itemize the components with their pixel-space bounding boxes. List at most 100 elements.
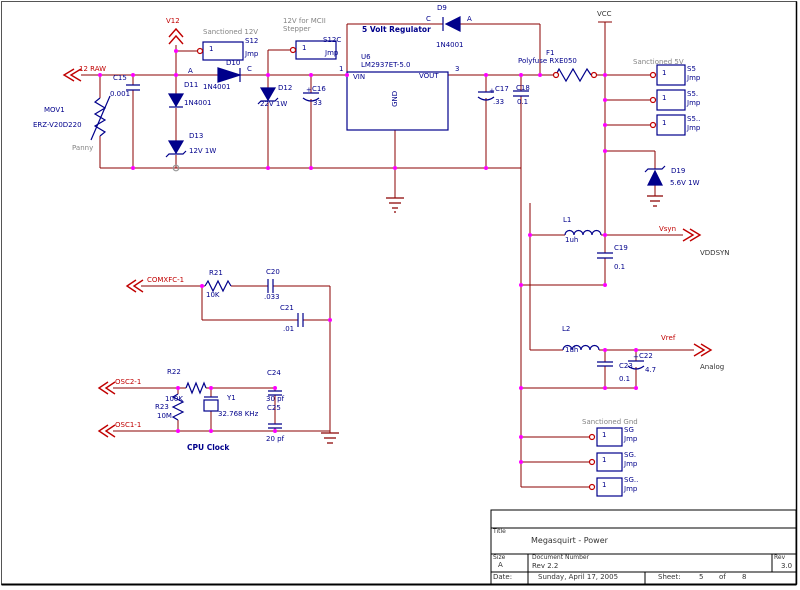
junction-dots (98, 49, 638, 464)
net-label-vsyn: Vsyn (659, 225, 677, 233)
jumper-sga-name: SG (624, 426, 634, 434)
jumper-sgb-jmp: Jmp (624, 460, 638, 468)
arrow-vref (693, 343, 713, 357)
u6-ref: U6 (361, 53, 371, 61)
note-cpu-clock: CPU Clock (187, 443, 230, 452)
jumper-s5b-name: S5. (687, 90, 699, 98)
c20-ref: C20 (266, 268, 280, 276)
c20-value: .033 (264, 293, 280, 301)
jumper-sgc-jmp: Jmp (624, 485, 638, 493)
d12-ref: D12 (278, 84, 293, 92)
net-label-vddsyn: VDDSYN (700, 249, 730, 257)
d19-ref: D19 (671, 167, 686, 175)
d13-zener (167, 140, 185, 155)
jumper-s12c-name: S12C (323, 36, 342, 44)
c17-value: .33 (493, 98, 505, 106)
c16-plus: + (306, 86, 312, 94)
c15-value: 0.001 (110, 90, 131, 98)
u6-pin-num-3: 3 (455, 65, 460, 73)
titleblock-rev-label: Rev (774, 554, 786, 561)
arrow-vsyn (682, 228, 702, 242)
titleblock-title-label: Title (493, 528, 506, 535)
c25-capacitor (268, 423, 282, 429)
r22-ref: R22 (167, 368, 181, 376)
d10-ref: D10 (226, 59, 241, 67)
y1-crystal-box (203, 399, 219, 412)
ground-cpu-clock (321, 432, 339, 444)
jumper-s12c-pin: 1 (302, 44, 307, 52)
net-arrows (62, 27, 713, 438)
titleblock-size-label: Size (493, 554, 506, 561)
d11-ref: D11 (184, 81, 199, 89)
c16-capacitor (302, 92, 320, 102)
d13-bar (165, 150, 187, 158)
jumper-sgc-name: SG.. (624, 476, 639, 484)
jumper-s5a-name: S5 (687, 65, 696, 73)
y1-ref: Y1 (227, 394, 236, 402)
note-sanctioned-gnd: Sanctioned Gnd (582, 418, 638, 426)
y1-value: 32.768 KHz (218, 410, 259, 418)
c16-value: 33 (313, 99, 322, 107)
c23-ref: C23 (619, 362, 633, 370)
jumper-s5a-box (656, 64, 686, 86)
r21-ref: R21 (209, 269, 223, 277)
ground-symbols (321, 195, 663, 444)
c19-value: 0.1 (614, 263, 626, 271)
jumper-s12-jmp: Jmp (245, 50, 259, 58)
u6-pin-num-1: 1 (339, 65, 344, 73)
note-sanctioned-5v: Sanctioned 5V (633, 58, 684, 66)
d12-bar (257, 97, 279, 105)
pin-circles (172, 46, 657, 491)
titleblock-date: Sunday, April 17, 2005 (538, 573, 619, 581)
d19-bar (644, 165, 666, 173)
jumper-sgb-box (596, 452, 623, 472)
c24-capacitor (268, 390, 282, 396)
arrow-12raw (62, 68, 82, 82)
net-label-v12: V12 (166, 17, 180, 25)
l2-value: 1uh (565, 346, 579, 354)
c18-ref: C18 (516, 84, 530, 92)
c24-value: 30 pf (266, 395, 285, 403)
d9-diode (444, 16, 461, 32)
u6-regulator-box (346, 71, 449, 131)
c17-plus: + (489, 87, 495, 95)
arrow-osc1 (97, 424, 116, 438)
l2-inductor (562, 344, 600, 351)
jumper-s5c-pin: 1 (662, 119, 667, 127)
d10-pin-a: A (188, 67, 193, 75)
net-label-comxfc: COMXFC-1 (147, 276, 185, 284)
f1-polyfuse (555, 67, 592, 83)
arrow-osc2 (97, 381, 116, 395)
r21-resistor (204, 279, 232, 293)
d19-zener (647, 169, 663, 186)
jumper-s5b-pin: 1 (662, 94, 667, 102)
r23-resistor (171, 393, 185, 421)
d9-ref: D9 (437, 4, 447, 12)
jumper-s5c-box (656, 114, 686, 136)
c22-capacitor (627, 360, 645, 370)
net-label-12raw: 12 RAW (79, 65, 107, 73)
titleblock-doc-label: Document Number (532, 554, 590, 561)
c17-capacitor (477, 91, 495, 101)
c22-plus: + (633, 353, 639, 361)
c25-ref: C25 (267, 404, 281, 412)
ground-regulator (386, 197, 404, 213)
jumper-s5b-box (656, 89, 686, 111)
net-label-analog: Analog (700, 363, 725, 371)
d10-diode (217, 67, 242, 83)
c18-capacitor (513, 90, 529, 97)
wires (81, 21, 694, 488)
l1-ref: L1 (563, 216, 572, 224)
f1-ref: F1 (546, 49, 555, 57)
note-sanctioned-12v: Sanctioned 12V (203, 28, 259, 36)
jumper-sgb-pin: 1 (602, 456, 607, 464)
c22-ref: C22 (639, 352, 653, 360)
d10-value: 1N4001 (203, 83, 231, 91)
titleblock-total: 8 (742, 573, 747, 581)
d10-pin-c: C (247, 65, 252, 73)
c23-value: 0.1 (619, 375, 631, 383)
c16-ref: C16 (312, 85, 326, 93)
net-label-vref: Vref (661, 334, 676, 342)
jumper-sgc-box (596, 477, 623, 497)
